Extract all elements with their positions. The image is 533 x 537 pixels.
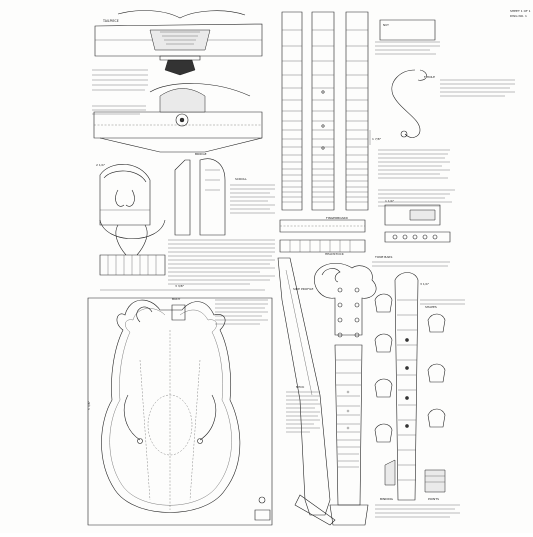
text-block-right-top: NUT bbox=[375, 19, 515, 97]
fingerboard-inlay-view: 3 1/4" bbox=[394, 272, 430, 501]
fingerboard-2 bbox=[311, 11, 335, 211]
endpin-detail bbox=[254, 496, 271, 521]
fingerboard-3 bbox=[345, 11, 369, 211]
dim-1-7-8: 1 7/8" bbox=[372, 137, 382, 141]
label-headstock: HEADSTOCK bbox=[325, 252, 345, 256]
f-hole-pair bbox=[99, 219, 166, 256]
binding-sections: BINDING POINTS bbox=[375, 459, 460, 518]
label-body: BODY bbox=[172, 297, 181, 301]
label-points: POINTS bbox=[428, 497, 439, 501]
fingerboard-1 bbox=[281, 11, 303, 211]
label-fingerboard: FINGERBOARD bbox=[326, 216, 349, 220]
drawing-number: DWG NO. 1 bbox=[510, 14, 527, 18]
title-block: SHEET 1 OF 1 DWG NO. 1 bbox=[510, 9, 531, 18]
sheet-number: SHEET 1 OF 1 bbox=[510, 9, 531, 13]
headstock-side-profile: 1 1/4" bbox=[384, 199, 451, 243]
dimension-lines: 3 3/8" 1 7/8" bbox=[100, 130, 382, 291]
text-block-right-middle: TONE BARS bbox=[372, 255, 465, 305]
label-neck: NECK bbox=[296, 385, 305, 389]
dotted-bars bbox=[279, 219, 366, 253]
fingerboard-pieces: FINGERBOARD bbox=[281, 11, 369, 220]
tailpiece-top-view: TAILPIECE bbox=[94, 10, 263, 76]
dim-3-1-4: 3 1/4" bbox=[420, 282, 430, 286]
scroll-carving-detail: 2 1/4" bbox=[96, 163, 151, 226]
tone-bar-strip bbox=[99, 254, 166, 276]
label-side-profile: SIDE PROFILE bbox=[293, 287, 313, 291]
f-hole-detail: F-HOLE bbox=[391, 69, 435, 138]
dim-3-3-8: 3 3/8" bbox=[175, 284, 185, 288]
label-scroll: SCROLL bbox=[235, 177, 247, 181]
text-block-centre bbox=[230, 184, 275, 214]
text-block-right bbox=[378, 149, 455, 207]
label-f-hole: F-HOLE bbox=[424, 75, 435, 79]
text-block-left bbox=[92, 69, 148, 115]
text-paragraph-main bbox=[168, 239, 275, 285]
label-tailpiece: TAILPIECE bbox=[102, 19, 119, 23]
text-block-scroll: SCROLL bbox=[235, 177, 247, 181]
shape-thumbnails: SHAPES bbox=[374, 293, 446, 443]
label-bridge: BRIDGE bbox=[195, 152, 207, 156]
headstock-front: HEADSTOCK bbox=[314, 252, 377, 526]
body-side-text bbox=[215, 299, 268, 325]
label-nut: NUT bbox=[383, 23, 389, 27]
label-tone-bars: TONE BARS bbox=[374, 255, 392, 259]
neck-side-profile: SIDE PROFILE bbox=[277, 257, 336, 526]
label-shapes: SHAPES bbox=[425, 305, 437, 309]
bridge-section bbox=[93, 83, 263, 153]
dim-2-1-4: 2 1/4" bbox=[96, 163, 106, 167]
mandolin-body: BODY 5 3/8" bbox=[87, 297, 273, 526]
neck-text-block: NECK bbox=[286, 385, 320, 433]
dim-5-3-8: 5 3/8" bbox=[87, 400, 91, 410]
label-binding: BINDING bbox=[380, 497, 394, 501]
dim-1-1-4: 1 1/4" bbox=[385, 199, 395, 203]
bridge-side-views: BRIDGE bbox=[174, 152, 226, 236]
